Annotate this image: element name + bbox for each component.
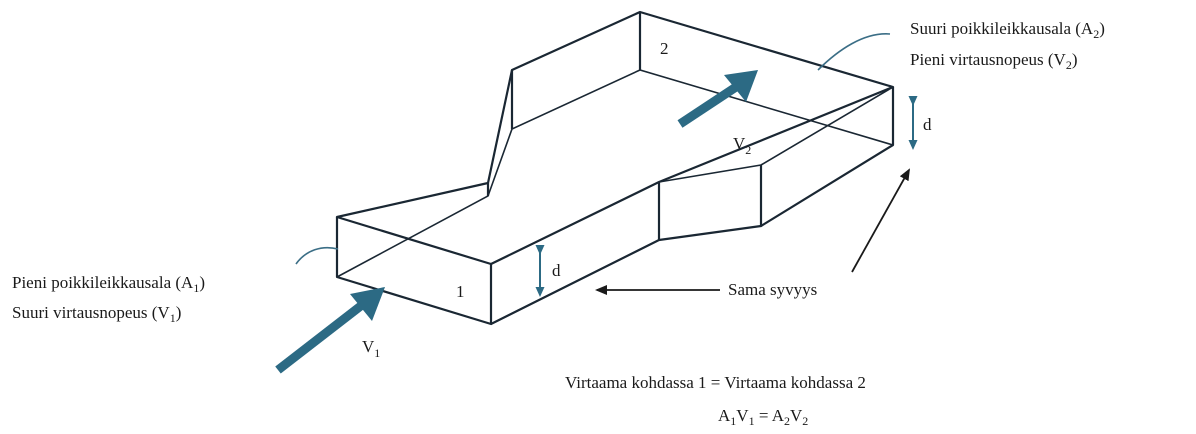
same-depth-label: Sama syvyys [728, 280, 817, 299]
continuity-formula: A1V1 = A2V2 [718, 406, 808, 428]
flow-arrow-v1 [275, 287, 385, 374]
flow-arrow-v2 [677, 70, 758, 128]
small-area-label: Pieni poikkileikkausala (A1) [12, 273, 205, 295]
same-depth-pointer-2 [851, 168, 910, 273]
expansion-top-edge [658, 86, 894, 183]
low-velocity-label: Pieni virtausnopeus (V2) [910, 50, 1078, 72]
high-velocity-label: Suuri virtausnopeus (V1) [12, 303, 181, 325]
v2-label: V2 [733, 134, 751, 157]
leader-line-A1 [295, 246, 339, 265]
depth-label-2: d [923, 115, 932, 134]
flow-equality-text: Virtaama kohdassa 1 = Virtaama kohdassa … [565, 373, 866, 392]
channel-outline [335, 10, 895, 326]
large-area-label: Suuri poikkileikkausala (A2) [910, 19, 1105, 41]
section-1-number: 1 [456, 282, 465, 301]
inlet-face [335, 217, 493, 326]
section-2-number: 2 [660, 39, 669, 58]
v1-label: V1 [362, 337, 380, 360]
leader-line-A2 [817, 33, 891, 71]
top-surface-outline [335, 10, 895, 266]
depth-label-1: d [552, 261, 561, 280]
floor-line-back [336, 69, 894, 278]
